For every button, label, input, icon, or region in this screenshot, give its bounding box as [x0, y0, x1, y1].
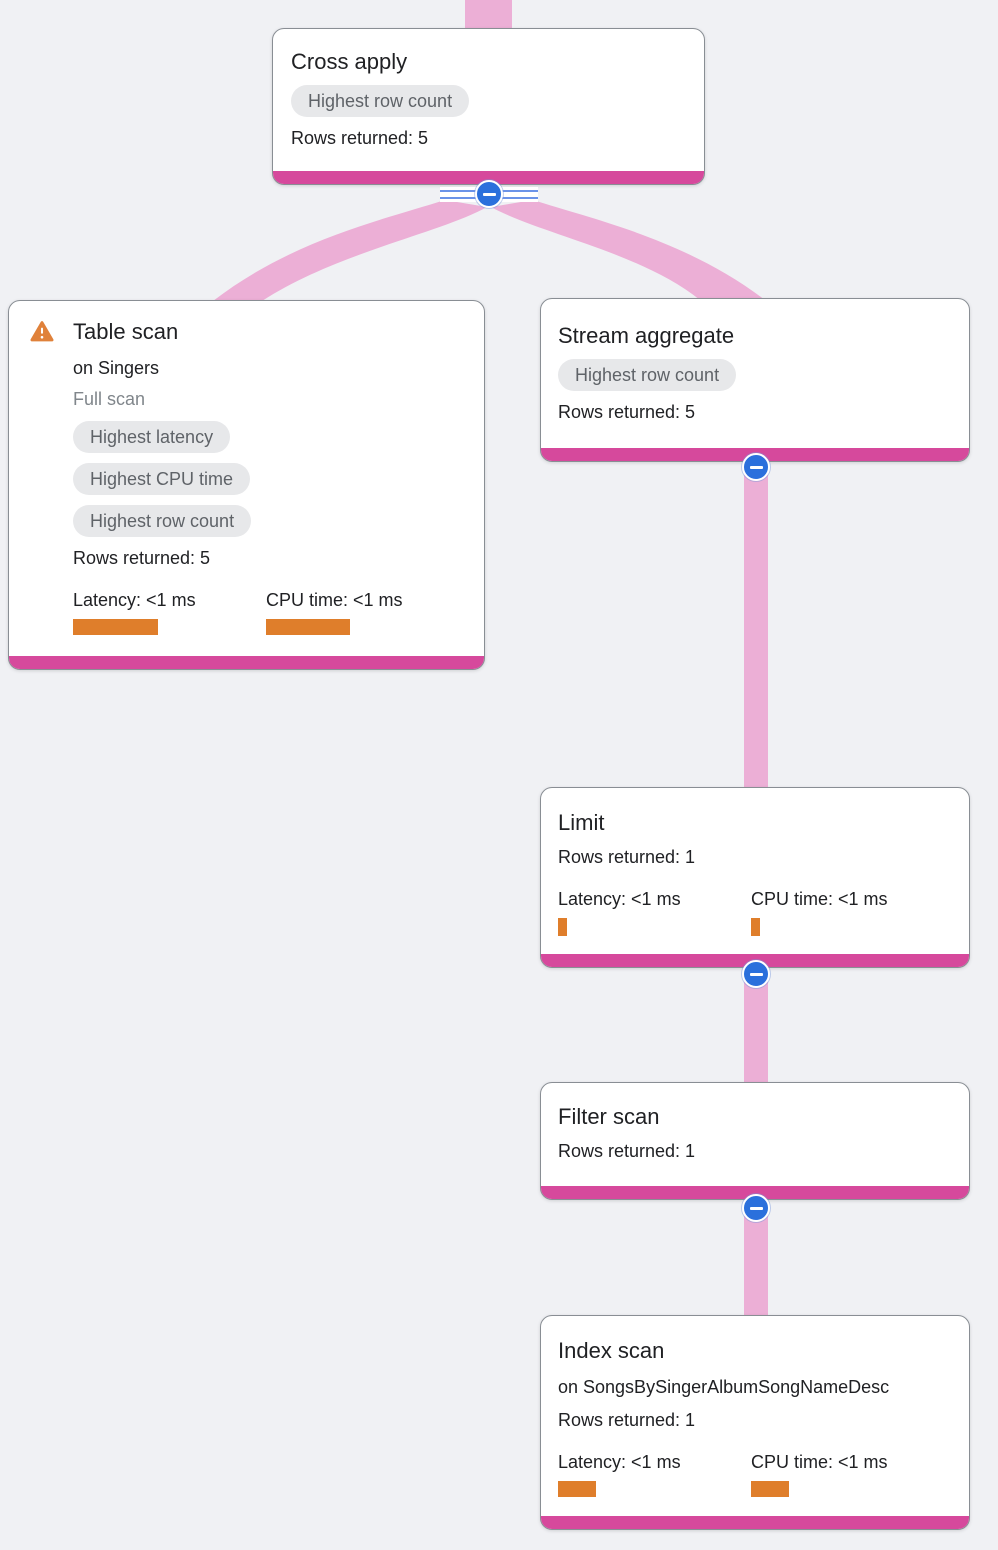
- collapse-button[interactable]: [742, 453, 770, 481]
- minus-icon: [482, 192, 496, 196]
- node-table-scan[interactable]: Table scan on Singers Full scan Highest …: [8, 300, 485, 670]
- warning-icon: [30, 321, 54, 342]
- node-title: Table scan: [73, 319, 179, 344]
- node-accent-bar: [9, 656, 484, 669]
- cpu-time-bar: [266, 619, 350, 635]
- edge-cross-apply-to-table-scan: [213, 200, 487, 301]
- collapse-button[interactable]: [742, 1194, 770, 1222]
- highlight-badge: Highest row count: [291, 85, 470, 117]
- cpu-time-bar: [751, 918, 760, 936]
- cpu-time-label: CPU time: <1 ms: [751, 889, 888, 909]
- cpu-time-bar: [751, 1481, 789, 1497]
- edge-into-cross-apply: [465, 0, 512, 30]
- edge-cross-apply-to-stream-aggregate: [491, 200, 765, 300]
- node-title: Limit: [558, 810, 605, 835]
- rows-returned: Rows returned: 1: [558, 847, 696, 867]
- highlight-badge: Highest row count: [73, 505, 252, 537]
- minus-icon: [749, 465, 763, 469]
- node-cross-apply[interactable]: Cross apply Highest row count Rows retur…: [272, 28, 705, 185]
- node-stream-aggregate[interactable]: Stream aggregate Highest row count Rows …: [540, 298, 970, 462]
- node-title: Stream aggregate: [558, 323, 735, 348]
- node-title: Filter scan: [558, 1104, 660, 1129]
- node-note: Full scan: [73, 389, 146, 409]
- node-title: Cross apply: [291, 49, 408, 74]
- cpu-time-label: CPU time: <1 ms: [266, 590, 403, 610]
- node-subtitle: on Singers: [73, 358, 160, 378]
- node-accent-bar: [541, 1516, 969, 1529]
- node-filter-scan[interactable]: Filter scan Rows returned: 1: [540, 1082, 970, 1200]
- latency-bar: [558, 1481, 596, 1497]
- rows-returned: Rows returned: 5: [73, 548, 211, 568]
- highlight-badge: Highest latency: [73, 421, 231, 453]
- edge-stream-aggregate-to-limit: [744, 458, 768, 792]
- node-accent-bar: [541, 1186, 969, 1199]
- node-index-scan[interactable]: Index scan on SongsBySingerAlbumSongName…: [540, 1315, 970, 1530]
- rows-returned: Rows returned: 5: [291, 128, 429, 148]
- latency-label: Latency: <1 ms: [558, 1452, 681, 1472]
- minus-icon: [749, 972, 763, 976]
- latency-bar: [558, 918, 567, 936]
- cpu-time-label: CPU time: <1 ms: [751, 1452, 888, 1472]
- rows-returned: Rows returned: 1: [558, 1141, 696, 1161]
- rows-returned: Rows returned: 5: [558, 402, 696, 422]
- rows-returned: Rows returned: 1: [558, 1410, 696, 1430]
- collapse-button[interactable]: [475, 180, 503, 208]
- highlight-badge: Highest CPU time: [73, 463, 251, 495]
- node-title: Index scan: [558, 1338, 665, 1363]
- latency-label: Latency: <1 ms: [73, 590, 196, 610]
- latency-label: Latency: <1 ms: [558, 889, 681, 909]
- collapse-button[interactable]: [742, 960, 770, 988]
- latency-bar: [73, 619, 158, 635]
- node-subtitle: on SongsBySingerAlbumSongNameDesc: [558, 1377, 890, 1397]
- node-limit[interactable]: Limit Rows returned: 1 Latency: <1 ms CP…: [540, 787, 970, 968]
- highlight-badge: Highest row count: [558, 359, 737, 391]
- node-accent-bar: [273, 171, 704, 184]
- minus-icon: [749, 1206, 763, 1210]
